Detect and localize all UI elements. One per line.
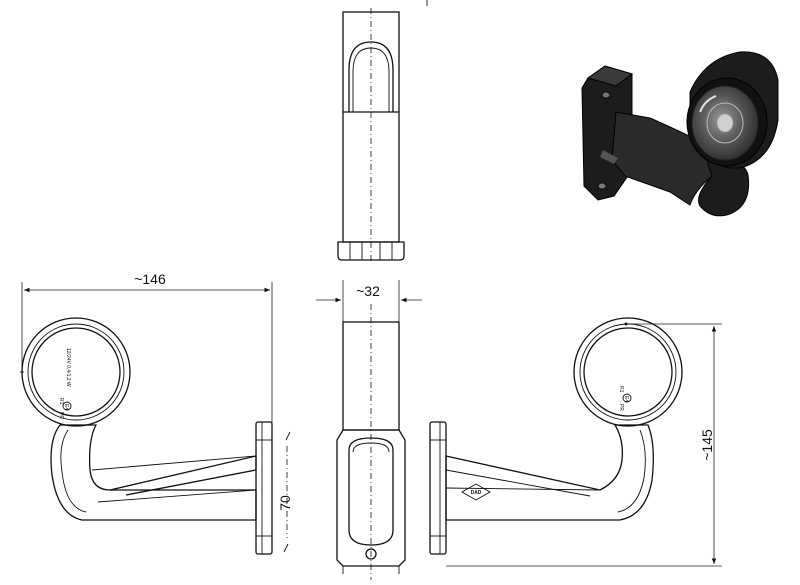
logo-emboss-icon (600, 150, 618, 164)
product-render (581, 51, 779, 217)
screw-hole-icon (597, 182, 607, 190)
screw-hole-icon (601, 91, 611, 99)
height-dimension-label: ~145 (699, 429, 715, 461)
approval-right-marking: PR (58, 412, 64, 419)
top-view (337, 0, 428, 262)
depth-dimension-label: ~32 (356, 283, 380, 299)
rear-approval-left-marking: R1 (618, 386, 624, 393)
mount-hole-icon (365, 548, 377, 560)
logo-diamond-icon (461, 483, 491, 501)
e-mark-icon (62, 401, 72, 411)
rear-approval-right-marking: PR (618, 404, 624, 411)
approval-left-marking: R1 (58, 398, 64, 405)
mount-dimension-label: 70 (277, 495, 293, 511)
front-view-left: ~146 12/24V 0,4/1,2 W R1 E4 PR 70 (20, 271, 293, 555)
width-dimension-label: ~146 (134, 271, 166, 287)
rear-e-mark-icon (622, 393, 632, 403)
rear-approval-mark: E4 (623, 396, 629, 402)
side-view: ~32 (316, 280, 422, 580)
rear-view-right: DAD R1 E4 PR ~145 (429, 317, 722, 567)
approval-mark: E4 (63, 404, 69, 410)
logo-text: DAD (471, 490, 482, 496)
voltage-marking: 12/24V 0,4/1,2 W (65, 348, 71, 387)
